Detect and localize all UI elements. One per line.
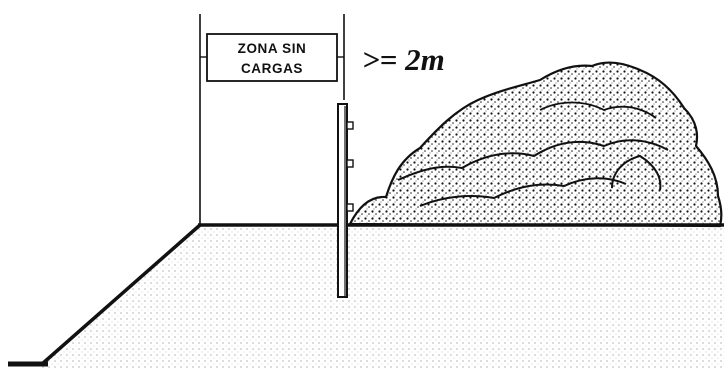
floor-surface — [40, 226, 724, 368]
floor-left-edge — [40, 223, 202, 366]
material-pile — [348, 61, 723, 228]
sign-box — [206, 33, 338, 82]
distance-label: >= 2m — [362, 42, 445, 77]
post-notch-1 — [346, 121, 354, 130]
post-notch-3 — [346, 203, 354, 212]
sign-line-1: ZONA SIN — [238, 41, 307, 56]
sign-line-2: CARGAS — [241, 61, 303, 76]
boundary-post — [337, 103, 348, 298]
post-notch-2 — [346, 159, 354, 168]
